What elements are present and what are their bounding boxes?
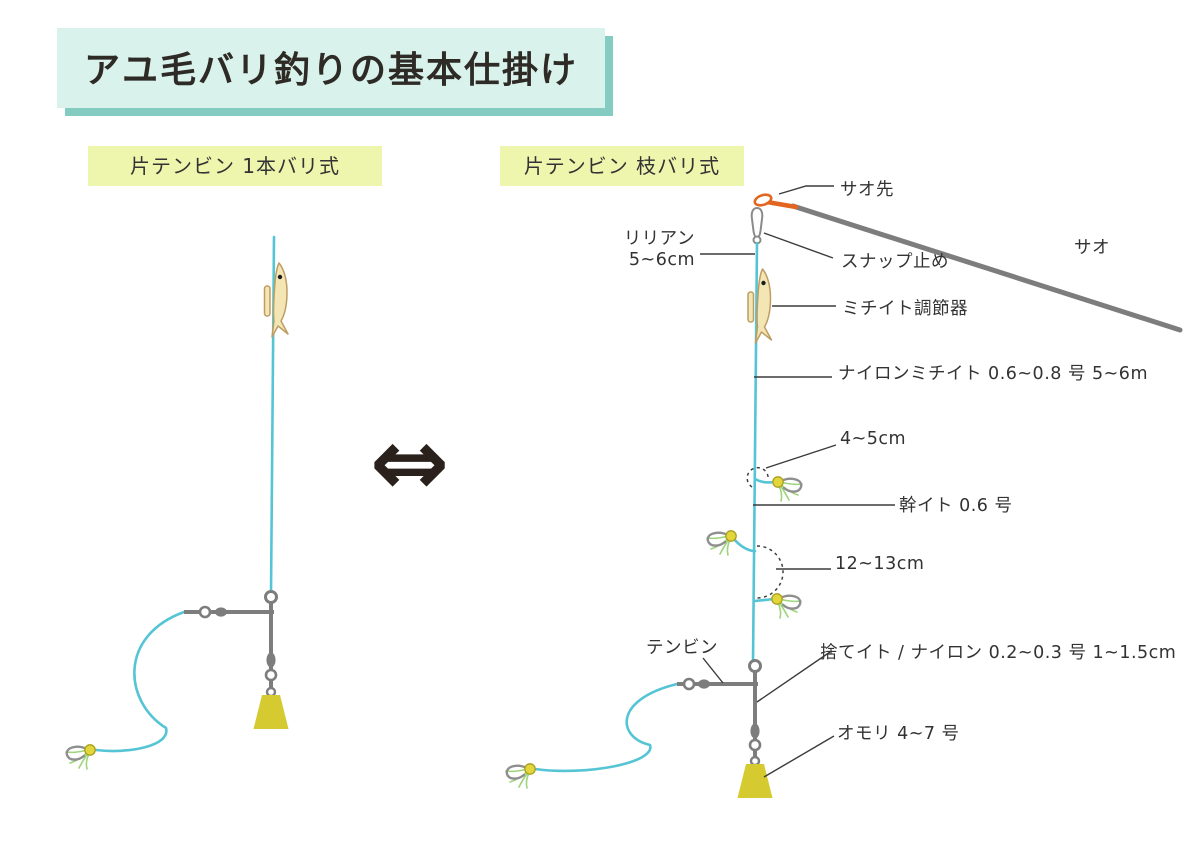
left-fly — [64, 743, 97, 771]
pointer-gap1 — [765, 444, 837, 469]
label-discard-line: 捨てイト / ナイロン 0.2~0.3 号 1~1.5cm — [820, 643, 1177, 663]
left-discard-line — [94, 610, 186, 753]
label-line-adjuster: ミチイト調節器 — [842, 299, 968, 319]
branch-line-3 — [753, 597, 775, 603]
branch-line-2 — [732, 537, 757, 553]
label-rod: サオ — [1074, 238, 1110, 258]
pointer-snap — [763, 232, 834, 259]
left-rig — [64, 235, 289, 771]
right-line-adjuster-fish — [747, 268, 773, 344]
label-branch-spacing-mid: 12~13cm — [835, 554, 925, 574]
right-rig — [504, 185, 1183, 798]
label-snap-stopper: スナップ止め — [841, 252, 949, 272]
spacing-arc-large — [756, 545, 784, 599]
label-trunk-line: 幹イト 0.6 号 — [899, 496, 1013, 516]
branch-fly-1 — [771, 475, 804, 503]
pointer-tenbin — [702, 657, 724, 684]
title-banner: アユ毛バリ釣りの基本仕掛け — [57, 28, 606, 108]
page-title: アユ毛バリ釣りの基本仕掛け — [84, 50, 579, 91]
right-tenbin — [677, 659, 773, 798]
rod-tip-segment — [764, 199, 799, 210]
label-weight: オモリ 4~7 号 — [837, 724, 960, 744]
spacing-arc-small — [746, 466, 769, 488]
label-rod-tip: サオ先 — [840, 180, 894, 200]
label-tenbin: テンビン — [646, 638, 718, 658]
variant-label-branch-hook: 片テンビン 枝バリ式 — [500, 146, 744, 186]
label-lilian-size: 5~6cm — [628, 250, 695, 270]
left-weight — [253, 695, 289, 729]
pointer-suteito — [756, 651, 831, 703]
right-weight — [737, 764, 773, 798]
pointer-lines — [700, 185, 895, 778]
variant-label-single-hook: 片テンビン 1本バリ式 — [88, 146, 382, 186]
left-line-adjuster-fish — [263, 262, 289, 338]
swap-arrow-icon: ⇔ — [369, 408, 450, 518]
left-tenbin — [184, 590, 289, 729]
right-main-line — [751, 241, 759, 665]
left-main-line — [269, 235, 276, 596]
label-lilian-name: リリアン — [623, 229, 695, 249]
rod — [790, 203, 1183, 333]
snap-stopper — [750, 206, 764, 245]
pointer-rod-tip — [778, 185, 834, 195]
rod-tip-loop — [753, 193, 773, 207]
pointer-omori — [763, 735, 835, 778]
label-nylon-main-line: ナイロンミチイト 0.6~0.8 号 5~6m — [838, 364, 1148, 384]
branch-line-1 — [753, 477, 776, 484]
branch-fly-3 — [770, 592, 803, 620]
branch-fly-2 — [705, 529, 738, 557]
right-discard-line — [533, 682, 679, 773]
right-bottom-fly — [504, 762, 537, 790]
label-branch-spacing-top: 4~5cm — [840, 429, 907, 449]
label-lilian: リリアン 5~6cm — [598, 229, 695, 271]
